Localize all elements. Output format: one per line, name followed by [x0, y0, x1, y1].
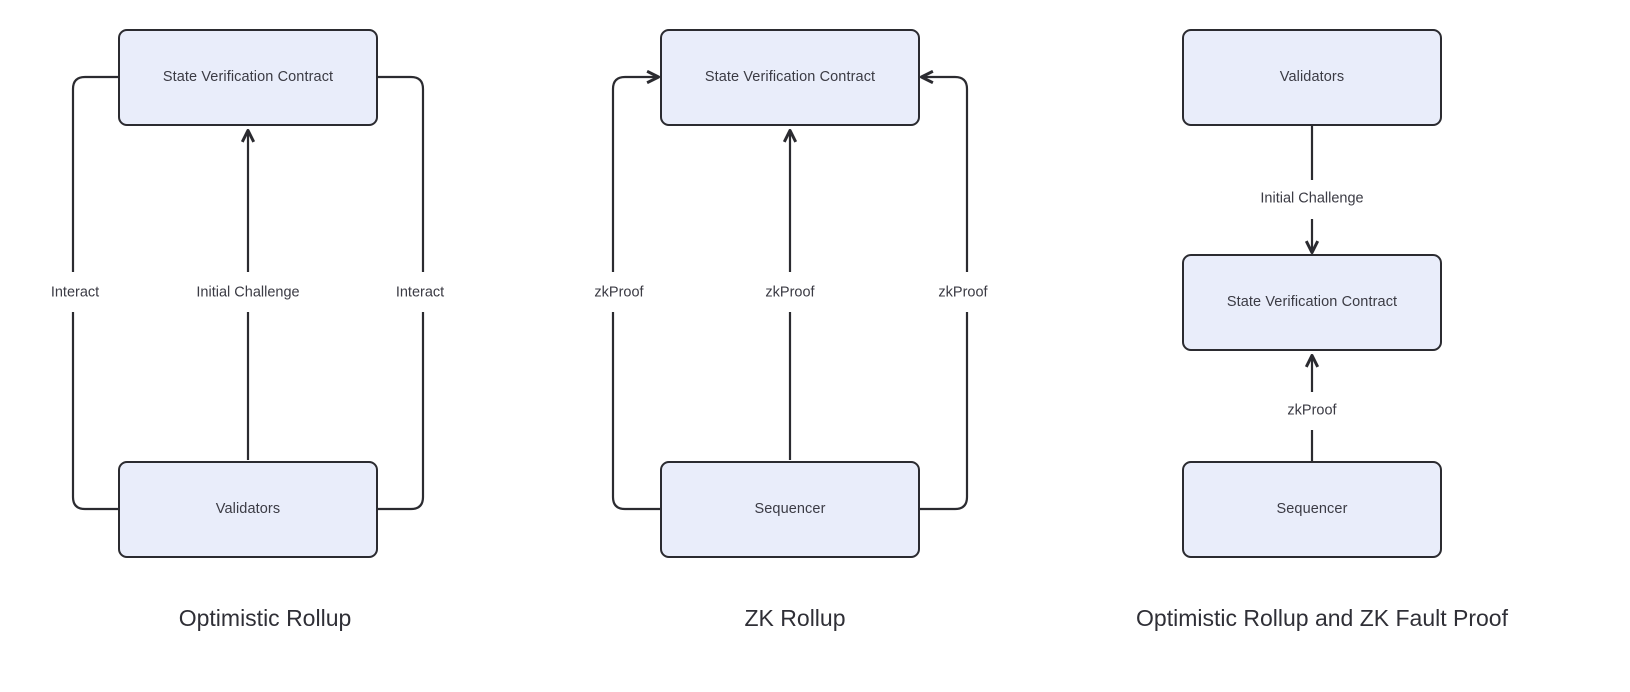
panel-zk-rollup: State Verification Contract Sequencer zk…: [540, 0, 1090, 692]
edge-label-initial-challenge: Initial Challenge: [1253, 187, 1371, 211]
edge-label-zkproof: zkProof: [1280, 399, 1344, 423]
wire-right-interact-lower: [378, 312, 425, 511]
node-sequencer[interactable]: Sequencer: [660, 461, 920, 558]
panel-caption-optimistic-rollup: Optimistic Rollup: [178, 605, 352, 631]
panel-caption-optimistic-rollup-and-zk-fault-proof: Optimistic Rollup and ZK Fault Proof: [1136, 605, 1508, 631]
node-label: Validators: [215, 500, 281, 517]
node-state-verification-contract[interactable]: State Verification Contract: [1182, 254, 1442, 351]
wire-left-interact-upper: [71, 75, 118, 272]
edge-label-left-zkproof: zkProof: [587, 281, 651, 305]
node-label: State Verification Contract: [1226, 293, 1398, 310]
panel-optimistic-rollup-and-zk-fault-proof: Validators State Verification Contract S…: [1090, 0, 1630, 692]
panel-optimistic-rollup: State Verification Contract Validators I…: [0, 0, 540, 692]
connector-layer-zk-rollup: [611, 0, 969, 511]
edge-label-initial-challenge: Initial Challenge: [189, 281, 307, 305]
connector-layer-optimistic-zk-fault-proof: [1090, 126, 1630, 461]
node-label: Sequencer: [754, 500, 826, 517]
connector-layer-optimistic-rollup: [71, 75, 425, 511]
wire-right-zkproof-lower: [920, 312, 969, 511]
node-label: State Verification Contract: [704, 68, 876, 85]
node-sequencer[interactable]: Sequencer: [1182, 461, 1442, 558]
wire-right-zkproof-upper: [922, 77, 969, 272]
node-label: State Verification Contract: [162, 68, 334, 85]
wire-right-interact-upper: [378, 75, 425, 272]
edge-label-center-zkproof: zkProof: [758, 281, 822, 305]
node-state-verification-contract[interactable]: State Verification Contract: [660, 29, 920, 126]
panel-caption-zk-rollup: ZK Rollup: [744, 605, 846, 631]
edge-label-left-interact: Interact: [43, 281, 107, 305]
node-validators[interactable]: Validators: [1182, 29, 1442, 126]
edge-label-right-interact: Interact: [388, 281, 452, 305]
node-validators[interactable]: Validators: [118, 461, 378, 558]
wire-left-zkproof-upper: [611, 77, 658, 272]
node-label: Sequencer: [1276, 500, 1348, 517]
wire-left-zkproof-lower: [611, 312, 660, 511]
wire-left-interact-lower: [71, 312, 118, 511]
node-state-verification-contract[interactable]: State Verification Contract: [118, 29, 378, 126]
edge-label-right-zkproof: zkProof: [931, 281, 995, 305]
node-label: Validators: [1279, 68, 1345, 85]
